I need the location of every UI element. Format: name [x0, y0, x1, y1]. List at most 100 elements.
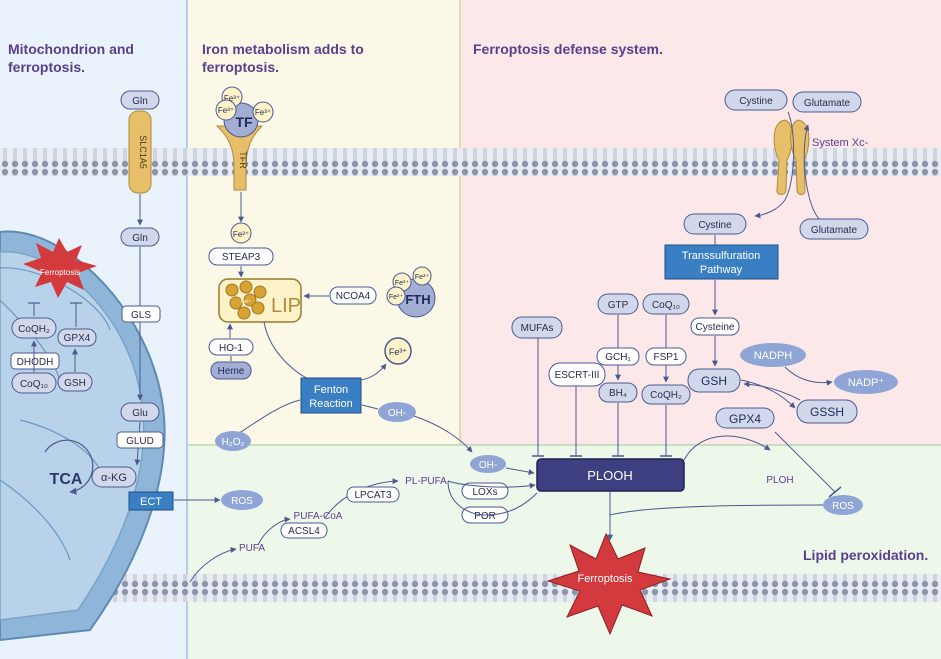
ect-box [128, 491, 174, 511]
glutamate-node [799, 218, 869, 240]
oh-node-1 [378, 402, 416, 422]
mito-gsh-label: GSH [64, 378, 86, 389]
steap3-node [208, 247, 274, 266]
glutamate-top-label: Glutamate [804, 98, 851, 109]
system-xc-label: System Xc- [812, 137, 869, 149]
gln-mid-label: Gln [132, 233, 148, 244]
oh-label-1: OH- [388, 408, 406, 419]
ect-label: ECT [140, 496, 162, 508]
nadp-label: NADP⁺ [848, 377, 885, 389]
pl-pufa-label: PL-PUFA [405, 476, 447, 487]
mito-title: Mitochondrion and [8, 41, 134, 57]
heme-label: Heme [218, 366, 245, 377]
ncoa4-node [329, 286, 377, 305]
steap3-label: STEAP3 [222, 252, 261, 263]
escrt-node [548, 362, 606, 387]
fth-fe-c [386, 286, 406, 306]
akg-node [91, 466, 137, 488]
lpcat3-node [346, 486, 400, 503]
mito-gpx4-label: GPX4 [64, 333, 91, 344]
lipid-title: Lipid peroxidation. [803, 547, 928, 563]
mito-coq10-label: CoQ₁₀ [20, 379, 48, 390]
glud-label: GLUD [126, 436, 154, 447]
svg-text:Fe³⁺: Fe³⁺ [218, 106, 234, 115]
glu-label: Glu [132, 408, 148, 419]
gtp-node [597, 293, 639, 315]
cysteine-label: Cysteine [696, 322, 735, 333]
mito-dhodh-node [10, 352, 60, 370]
gls-node [121, 305, 161, 323]
iron-title: Iron metabolism adds to [202, 41, 364, 57]
cystine-top-node [724, 89, 788, 111]
fth-fe-b [412, 266, 432, 286]
gch1-label: GCH₁ [605, 352, 631, 363]
gln-mid-node [120, 227, 160, 247]
svg-text:Fe³⁺: Fe³⁺ [389, 294, 404, 301]
mito-coqh2-label: CoQH₂ [18, 324, 50, 335]
coqh2-label: CoQH₂ [650, 390, 682, 401]
gln-top-node [120, 90, 160, 110]
gch1-node [596, 347, 640, 366]
fe3-out [384, 337, 412, 365]
fenton-label-1: Fenton [314, 384, 348, 396]
akg-label: α-KG [101, 472, 127, 484]
svg-text:Fe³⁺: Fe³⁺ [233, 230, 249, 239]
tca-label: TCA [50, 471, 83, 488]
ncoa4-label: NCOA4 [336, 291, 371, 302]
tf-fe-b [215, 99, 237, 121]
fsp1-label: FSP1 [653, 352, 678, 363]
mito-coqh2-node [11, 317, 57, 339]
coq10-node [642, 293, 690, 315]
nadph-label: NADPH [754, 350, 793, 362]
lip-fe2-label: Fe²⁺ [241, 299, 252, 305]
cysteine-node [690, 317, 740, 336]
tf-label: TF [235, 114, 253, 130]
tfr-label: TFR [238, 151, 248, 169]
lipid-ros-label: ROS [832, 501, 854, 512]
fe3-inside [230, 222, 252, 244]
glutamate-label: Glutamate [811, 225, 858, 236]
plooh-box [536, 458, 685, 492]
mito-title-2: ferroptosis. [8, 59, 85, 75]
coq10-label: CoQ₁₀ [652, 300, 680, 311]
tf-fe-c [252, 101, 274, 123]
gsh-label: GSH [701, 374, 727, 388]
h2o2-node [215, 431, 251, 451]
system-xc-right [790, 119, 810, 195]
fth-label: FTH [405, 292, 430, 307]
slc1a5-label: SLC1A5 [138, 135, 148, 169]
oh-label-2: OH- [479, 460, 497, 471]
transsulfuration-label-2: Pathway [700, 264, 743, 276]
gln-top-label: Gln [132, 96, 148, 107]
mito-gsh-node [57, 372, 93, 392]
transsulfuration-pathway-box [664, 244, 779, 280]
fsp1-node [645, 347, 687, 366]
glud-node [116, 431, 164, 449]
acsl4-node [280, 522, 328, 539]
lip-fe2-cluster [225, 280, 267, 320]
gsh-node [687, 368, 741, 393]
acsl4-label: ACSL4 [288, 526, 320, 537]
coqh2-node [641, 384, 691, 405]
mufas-node [511, 316, 563, 339]
cystine-node [683, 213, 747, 235]
gpx4-node [715, 407, 775, 429]
gtp-label: GTP [608, 300, 629, 311]
por-label: POR [474, 511, 496, 522]
gpx4-label: GPX4 [729, 412, 761, 426]
gssh-node [796, 399, 858, 424]
mito-gpx4-node [57, 328, 97, 347]
escrt-label: ESCRT-III [555, 370, 600, 381]
svg-text:Fe³⁺: Fe³⁺ [389, 347, 408, 357]
ho1-node [208, 338, 254, 356]
svg-text:Fe³⁺: Fe³⁺ [395, 280, 410, 287]
lip-label: LIP [271, 295, 301, 317]
tfr-receptor [215, 125, 264, 191]
plasma-membrane-bottom [0, 574, 941, 602]
svg-text:Fe³⁺: Fe³⁺ [255, 108, 271, 117]
gls-label: GLS [131, 310, 151, 321]
fenton-reaction-box [300, 377, 362, 414]
nadp-node [834, 370, 898, 394]
mito-coq10-node [11, 372, 57, 394]
